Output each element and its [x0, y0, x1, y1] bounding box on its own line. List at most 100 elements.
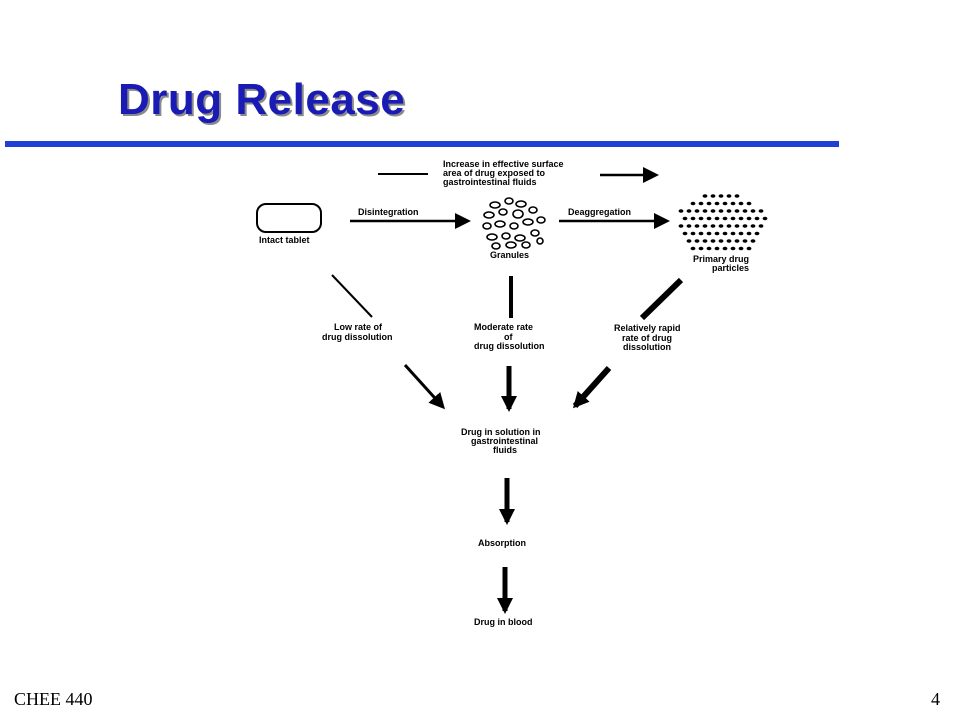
particle-dot — [686, 209, 692, 213]
particle-dot — [758, 209, 764, 213]
particle-dot — [694, 239, 700, 243]
course-code: CHEE 440 — [14, 689, 93, 709]
particle-dot — [730, 231, 736, 236]
particle-dot — [762, 216, 768, 221]
particle-dot — [702, 209, 708, 213]
particle-dot — [738, 201, 744, 206]
particle-dot — [746, 231, 752, 236]
particle-dot — [690, 246, 696, 251]
particle-dot — [726, 209, 732, 213]
moderate-rate-label-line1: Moderate rate — [474, 322, 533, 332]
particle-dot — [710, 209, 716, 213]
particle-dot — [706, 216, 712, 221]
drug-in-blood-label: Drug in blood — [474, 617, 533, 627]
primary-particles-shape — [678, 194, 768, 251]
particle-dot — [718, 224, 724, 228]
particle-dot — [722, 216, 728, 221]
intact-tablet-shape — [256, 203, 322, 233]
particle-dot — [694, 224, 700, 228]
particle-dot — [738, 216, 744, 221]
particle-dot — [730, 201, 736, 206]
absorption-label: Absorption — [478, 538, 526, 548]
particle-dot — [702, 194, 708, 198]
particle-dot — [702, 239, 708, 243]
solution-label-line3: fluids — [493, 445, 517, 455]
deaggregation-label: Deaggregation — [568, 207, 631, 217]
low-rate-arrow — [403, 363, 446, 410]
particle-dot — [746, 216, 752, 221]
particle-dot — [722, 246, 728, 251]
particle-dot — [742, 224, 748, 228]
particle-dot — [754, 231, 760, 236]
particle-dot — [690, 231, 696, 236]
particle-dot — [730, 216, 736, 221]
particle-dot — [734, 194, 740, 198]
particle-dot — [706, 231, 712, 236]
particle-dot — [678, 209, 684, 213]
particle-dot — [734, 239, 740, 243]
particle-dot — [738, 231, 744, 236]
low-rate-line — [331, 274, 373, 318]
rapid-rate-arrow — [572, 365, 612, 409]
intact-tablet-label: Intact tablet — [259, 235, 310, 245]
solution-label-line2: gastrointestinal — [471, 436, 538, 446]
particle-dot — [706, 201, 712, 206]
disintegration-label: Disintegration — [358, 207, 419, 217]
particle-dot — [710, 224, 716, 228]
particle-dot — [714, 231, 720, 236]
particle-dot — [758, 224, 764, 228]
particle-dot — [718, 209, 724, 213]
particle-dot — [690, 216, 696, 221]
low-rate-label-line1: Low rate of — [334, 322, 383, 332]
particle-dot — [686, 224, 692, 228]
particle-dot — [746, 246, 752, 251]
particle-dot — [726, 194, 732, 198]
particle-dot — [750, 224, 756, 228]
particle-dot — [698, 216, 704, 221]
low-rate-label-line2: drug dissolution — [322, 332, 393, 342]
page-number: 4 — [931, 689, 940, 709]
particle-dot — [698, 201, 704, 206]
surface-area-note-line3: gastrointestinal fluids — [443, 177, 537, 187]
particle-dot — [710, 194, 716, 198]
particle-dot — [714, 201, 720, 206]
particle-dot — [698, 246, 704, 251]
particle-dot — [678, 224, 684, 228]
particle-dot — [690, 201, 696, 206]
title-underline — [5, 141, 839, 147]
primary-particles-label-line2: particles — [712, 263, 749, 273]
particle-dot — [710, 239, 716, 243]
granules-label: Granules — [490, 250, 529, 260]
particle-dot — [714, 246, 720, 251]
particle-dot — [714, 216, 720, 221]
slide-title: Drug Release — [118, 75, 406, 124]
particle-dot — [686, 239, 692, 243]
particle-dot — [726, 224, 732, 228]
particle-dot — [718, 194, 724, 198]
particle-dot — [694, 209, 700, 213]
particle-dot — [754, 216, 760, 221]
solution-label-line1: Drug in solution in — [461, 427, 541, 437]
particle-dot — [718, 239, 724, 243]
particle-dot — [742, 239, 748, 243]
particle-dot — [734, 224, 740, 228]
moderate-rate-label-line2: of — [504, 332, 513, 342]
granules-shape — [482, 197, 546, 250]
particle-dot — [702, 224, 708, 228]
particle-dot — [706, 246, 712, 251]
rapid-rate-label-line2: rate of drug — [622, 333, 672, 343]
rapid-rate-line — [639, 277, 684, 321]
particle-dot — [750, 209, 756, 213]
particle-dot — [738, 246, 744, 251]
particle-dot — [722, 201, 728, 206]
surface-area-note-line1: Increase in effective surface — [443, 159, 564, 169]
particle-dot — [742, 209, 748, 213]
particle-dot — [682, 231, 688, 236]
particle-dot — [682, 216, 688, 221]
rapid-rate-label-line3: dissolution — [623, 342, 671, 352]
particle-dot — [746, 201, 752, 206]
particle-dot — [722, 231, 728, 236]
rapid-rate-label-line1: Relatively rapid — [614, 323, 681, 333]
moderate-rate-label-line3: drug dissolution — [474, 341, 545, 351]
